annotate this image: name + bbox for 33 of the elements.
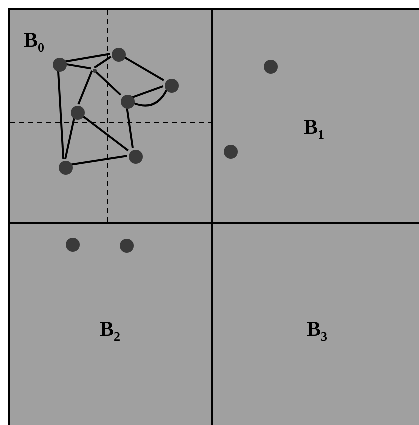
quadrant-box — [211, 222, 419, 425]
graph-edge — [57, 70, 65, 160]
junction-point — [93, 69, 97, 73]
vertex-dot — [120, 239, 134, 253]
quadrant-box — [8, 222, 213, 425]
graph-edge — [126, 106, 134, 148]
vertex-dot — [112, 48, 126, 62]
graph-edge — [132, 90, 168, 107]
vertex-dot — [66, 238, 80, 252]
vertex-dot — [121, 95, 135, 109]
graph-edge — [132, 85, 164, 99]
graph-edge — [64, 118, 76, 160]
graph-edge — [94, 70, 122, 96]
graph-edge — [64, 63, 92, 70]
vertex-dot — [264, 60, 278, 74]
graph-edge — [122, 56, 164, 82]
quadrant-label: B$_{2}$ — [100, 319, 121, 344]
quadrant-label: B$_{3}$ — [307, 319, 328, 344]
vertex-dot — [71, 106, 85, 120]
vertex-dot — [59, 161, 73, 175]
vertex-dot — [53, 58, 67, 72]
vertex-dot — [129, 150, 143, 164]
quadrant-label: B$_{0}$ — [24, 30, 45, 54]
vertex-dot — [165, 79, 179, 93]
graph-edge — [70, 155, 128, 166]
graph-edge — [80, 114, 130, 152]
graph-edge — [64, 53, 110, 63]
vertex-dot — [224, 145, 238, 159]
graph-edge — [94, 56, 112, 69]
quadrant-box — [8, 8, 213, 224]
graph-edge — [78, 70, 94, 105]
quadrant-label: B$_{1}$ — [304, 117, 325, 142]
quadrant-box — [211, 8, 419, 224]
